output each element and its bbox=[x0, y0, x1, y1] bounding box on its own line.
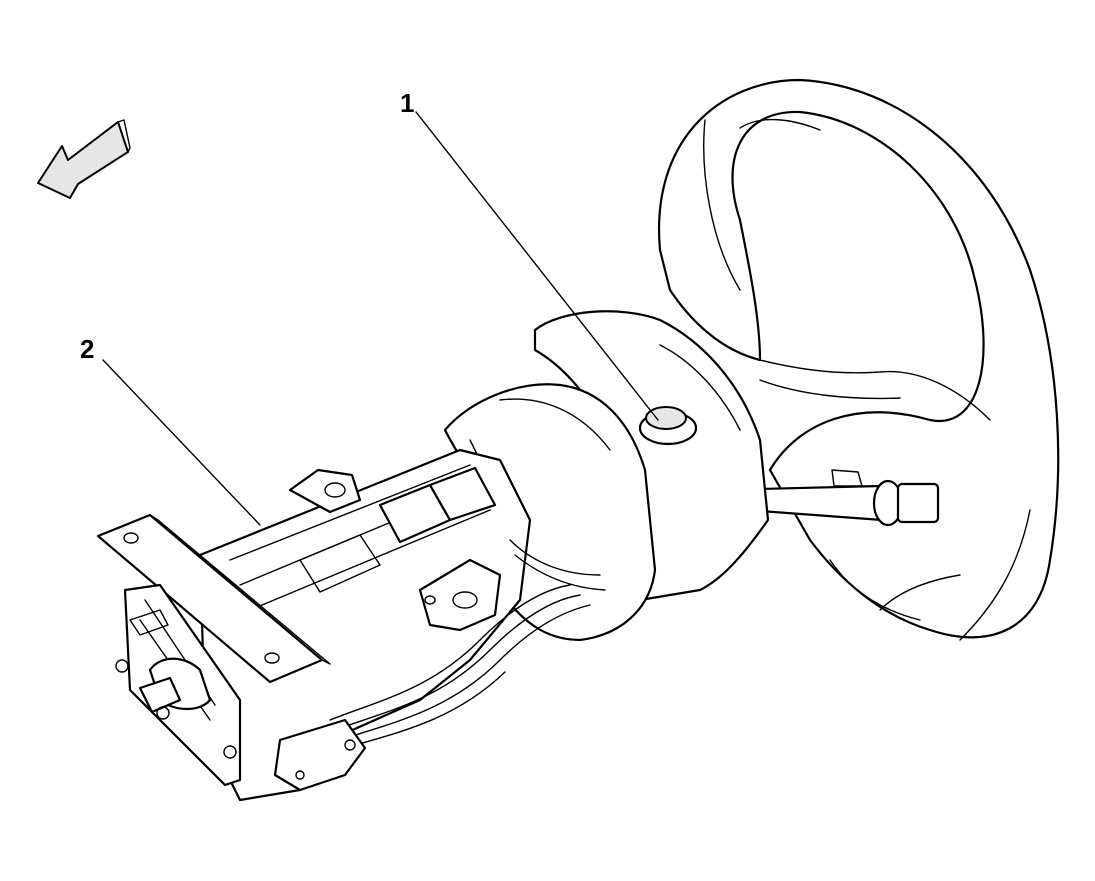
callout-1-leader bbox=[415, 111, 659, 421]
tilt-lever-button bbox=[638, 406, 698, 446]
callout-2-leader bbox=[102, 359, 261, 526]
mounting-bracket bbox=[96, 513, 331, 684]
direction-arrow-icon bbox=[37, 119, 131, 199]
callout-1-number: 1 bbox=[400, 88, 414, 118]
column-end-plate bbox=[115, 583, 242, 787]
steering-wheel bbox=[657, 78, 1060, 641]
steering-column-housing bbox=[198, 448, 606, 802]
callout-2-number: 2 bbox=[80, 334, 94, 364]
